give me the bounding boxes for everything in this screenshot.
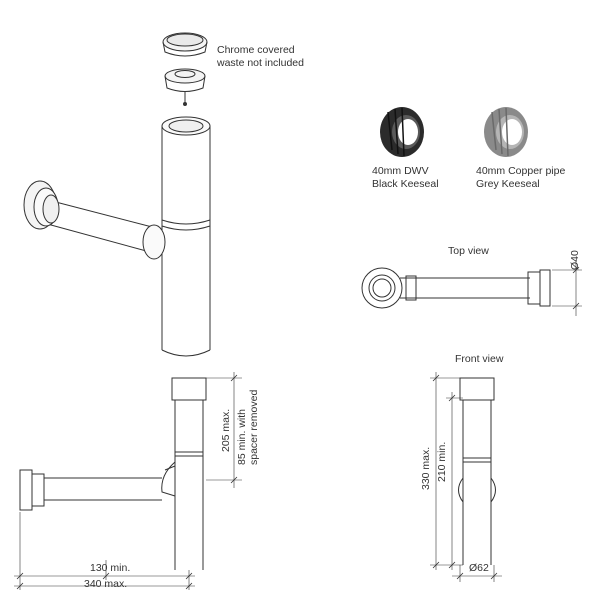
black-keeseal-label: 40mm DWV Black Keeseal [372, 165, 439, 191]
front-height-min-text: 210 min. [436, 441, 448, 482]
front-height-min-label: 210 min. [436, 442, 448, 482]
width-min-label: 130 min. [90, 562, 131, 574]
black-keeseal-line2: Black Keeseal [372, 178, 439, 190]
waste-plug-illustration [162, 32, 208, 106]
black-keeseal-line1: 40mm DWV [372, 165, 429, 177]
top-view-drawing [361, 260, 582, 316]
height-max-text: 205 max. [220, 408, 232, 452]
top-diameter-label: Ø40 [569, 250, 581, 270]
height-min-label: 85 min. with spacer removed [236, 390, 260, 465]
grey-keeseal-label: 40mm Copper pipe Grey Keeseal [476, 165, 565, 191]
front-height-max-text: 330 max. [420, 446, 432, 490]
waste-note: Chrome covered waste not included [217, 44, 304, 70]
grey-keeseal-line1: 40mm Copper pipe [476, 165, 566, 177]
height-max-label: 205 max. [220, 409, 232, 452]
width-max-label: 340 max. [84, 578, 128, 590]
black-keeseal-illustration [380, 107, 424, 157]
grey-keeseal-line2: Grey Keeseal [476, 178, 540, 190]
front-view-title: Front view [455, 353, 504, 365]
front-view-drawing [430, 372, 502, 582]
waste-note-line2: waste not included [217, 57, 304, 69]
height-min-line2: spacer removed [248, 389, 260, 465]
top-view-title: Top view [448, 245, 489, 257]
top-diameter-text: Ø40 [569, 250, 581, 270]
front-height-max-label: 330 max. [420, 447, 432, 490]
trap-body-illustration [23, 116, 211, 357]
side-elevation-drawing [14, 372, 242, 590]
height-min-line1: 85 min. with [236, 408, 248, 465]
waste-note-line1: Chrome covered [217, 44, 295, 56]
front-diameter-label: Ø62 [469, 562, 489, 574]
bottle-trap-isometric [23, 32, 211, 357]
grey-keeseal-illustration [484, 107, 528, 157]
